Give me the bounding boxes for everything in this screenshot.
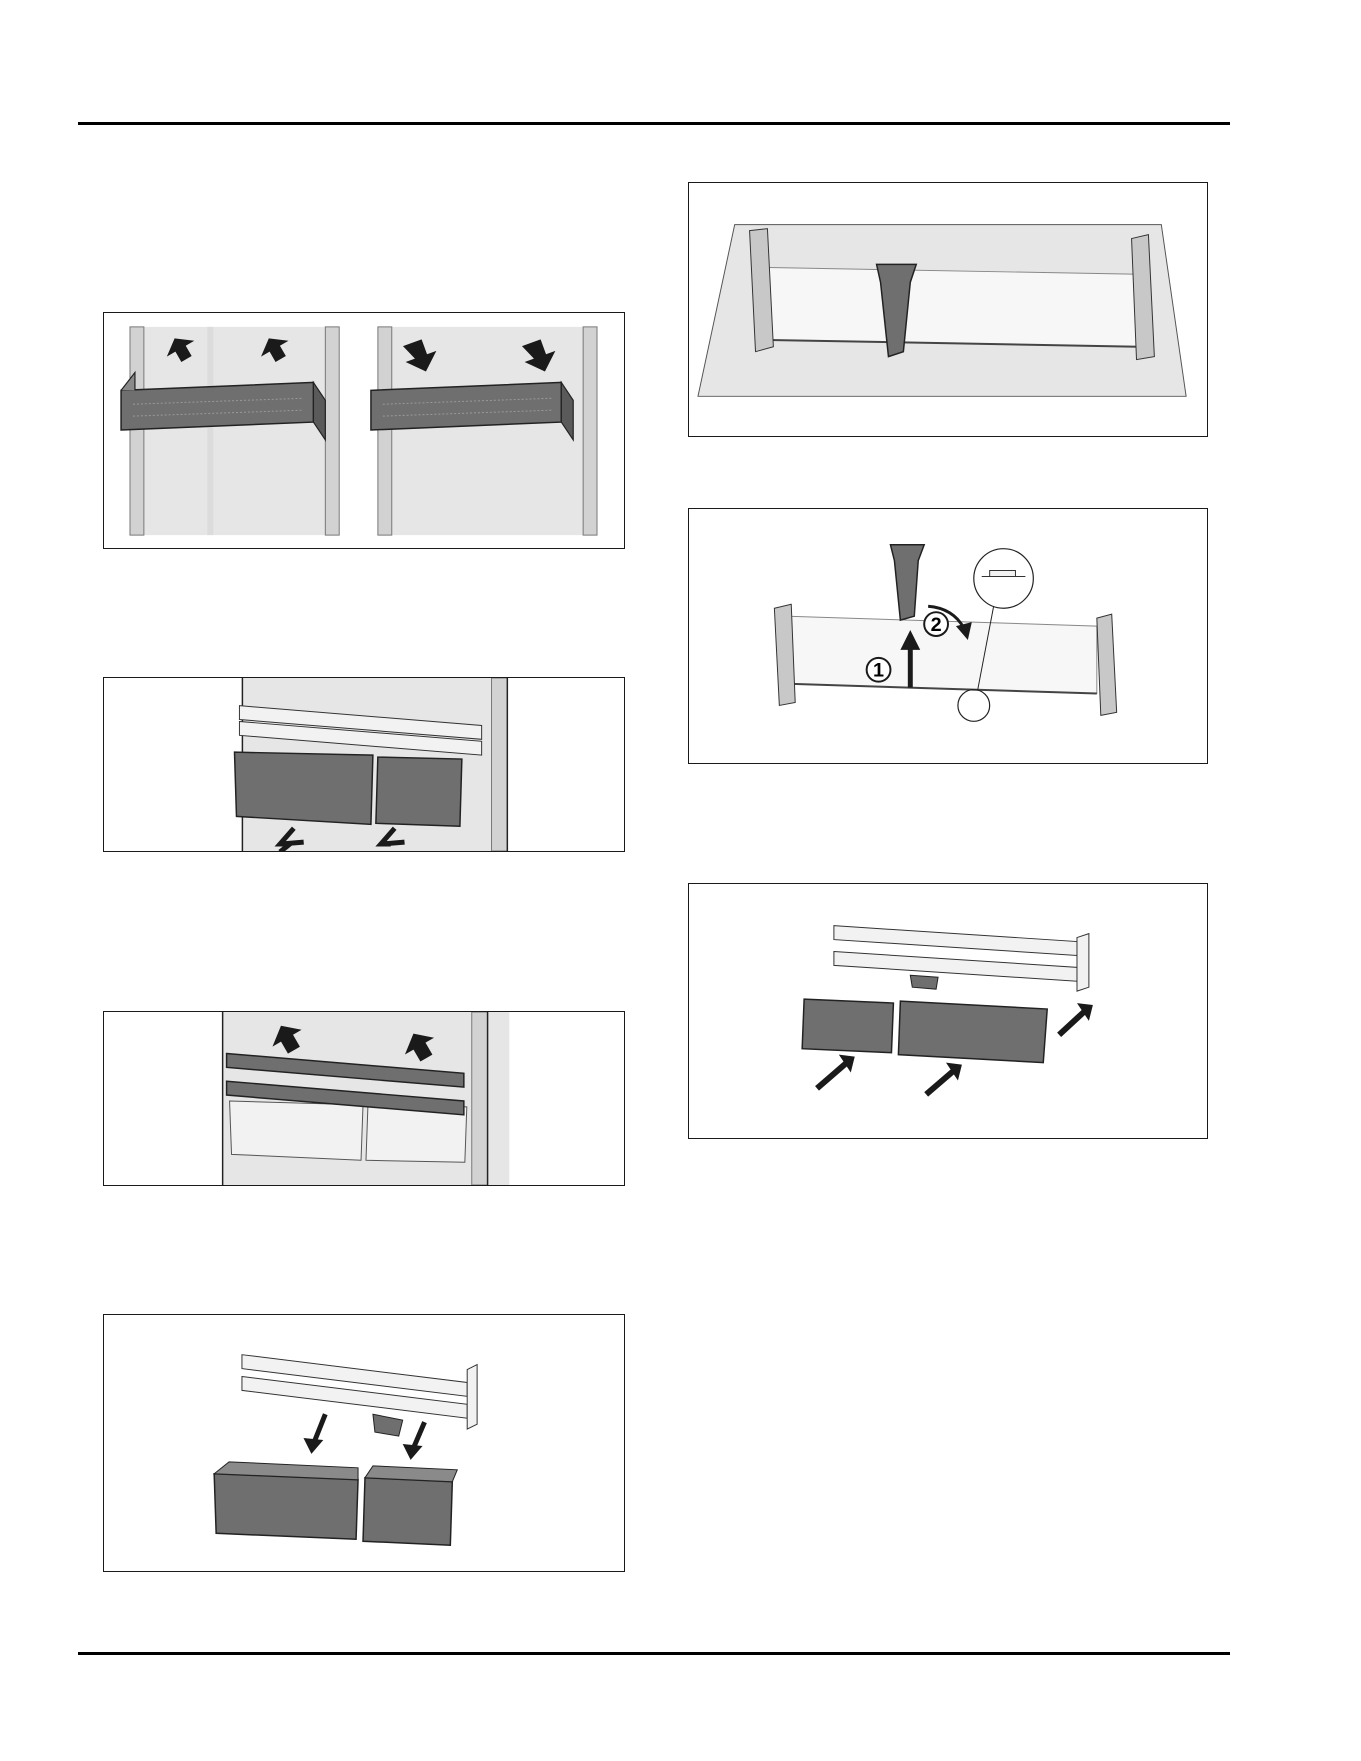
drawers-pull-out-illustration xyxy=(104,678,624,851)
figure-drawers-insert xyxy=(688,883,1208,1139)
drawers-insert-illustration xyxy=(689,884,1207,1138)
header-rule xyxy=(78,122,1230,125)
drawers-detach-illustration xyxy=(104,1315,624,1571)
door-shelf-illustration xyxy=(104,313,624,548)
detail-magnifier xyxy=(974,549,1034,609)
figure-shelf-with-support xyxy=(688,182,1208,437)
drawer-frame-lift-illustration xyxy=(104,1012,624,1185)
shelf-with-support-illustration xyxy=(689,183,1207,436)
figure-drawers-pull-out xyxy=(103,677,625,852)
figure-support-removal: 1 2 xyxy=(688,508,1208,764)
figure-drawers-detach xyxy=(103,1314,625,1572)
detail-target-circle xyxy=(958,690,990,722)
step-1-label: 1 xyxy=(873,660,884,682)
footer-rule xyxy=(78,1652,1230,1655)
support-removal-illustration: 1 2 xyxy=(689,509,1207,763)
step-2-label: 2 xyxy=(931,614,942,636)
figure-drawer-frame-lift xyxy=(103,1011,625,1186)
figure-door-shelf xyxy=(103,312,625,549)
